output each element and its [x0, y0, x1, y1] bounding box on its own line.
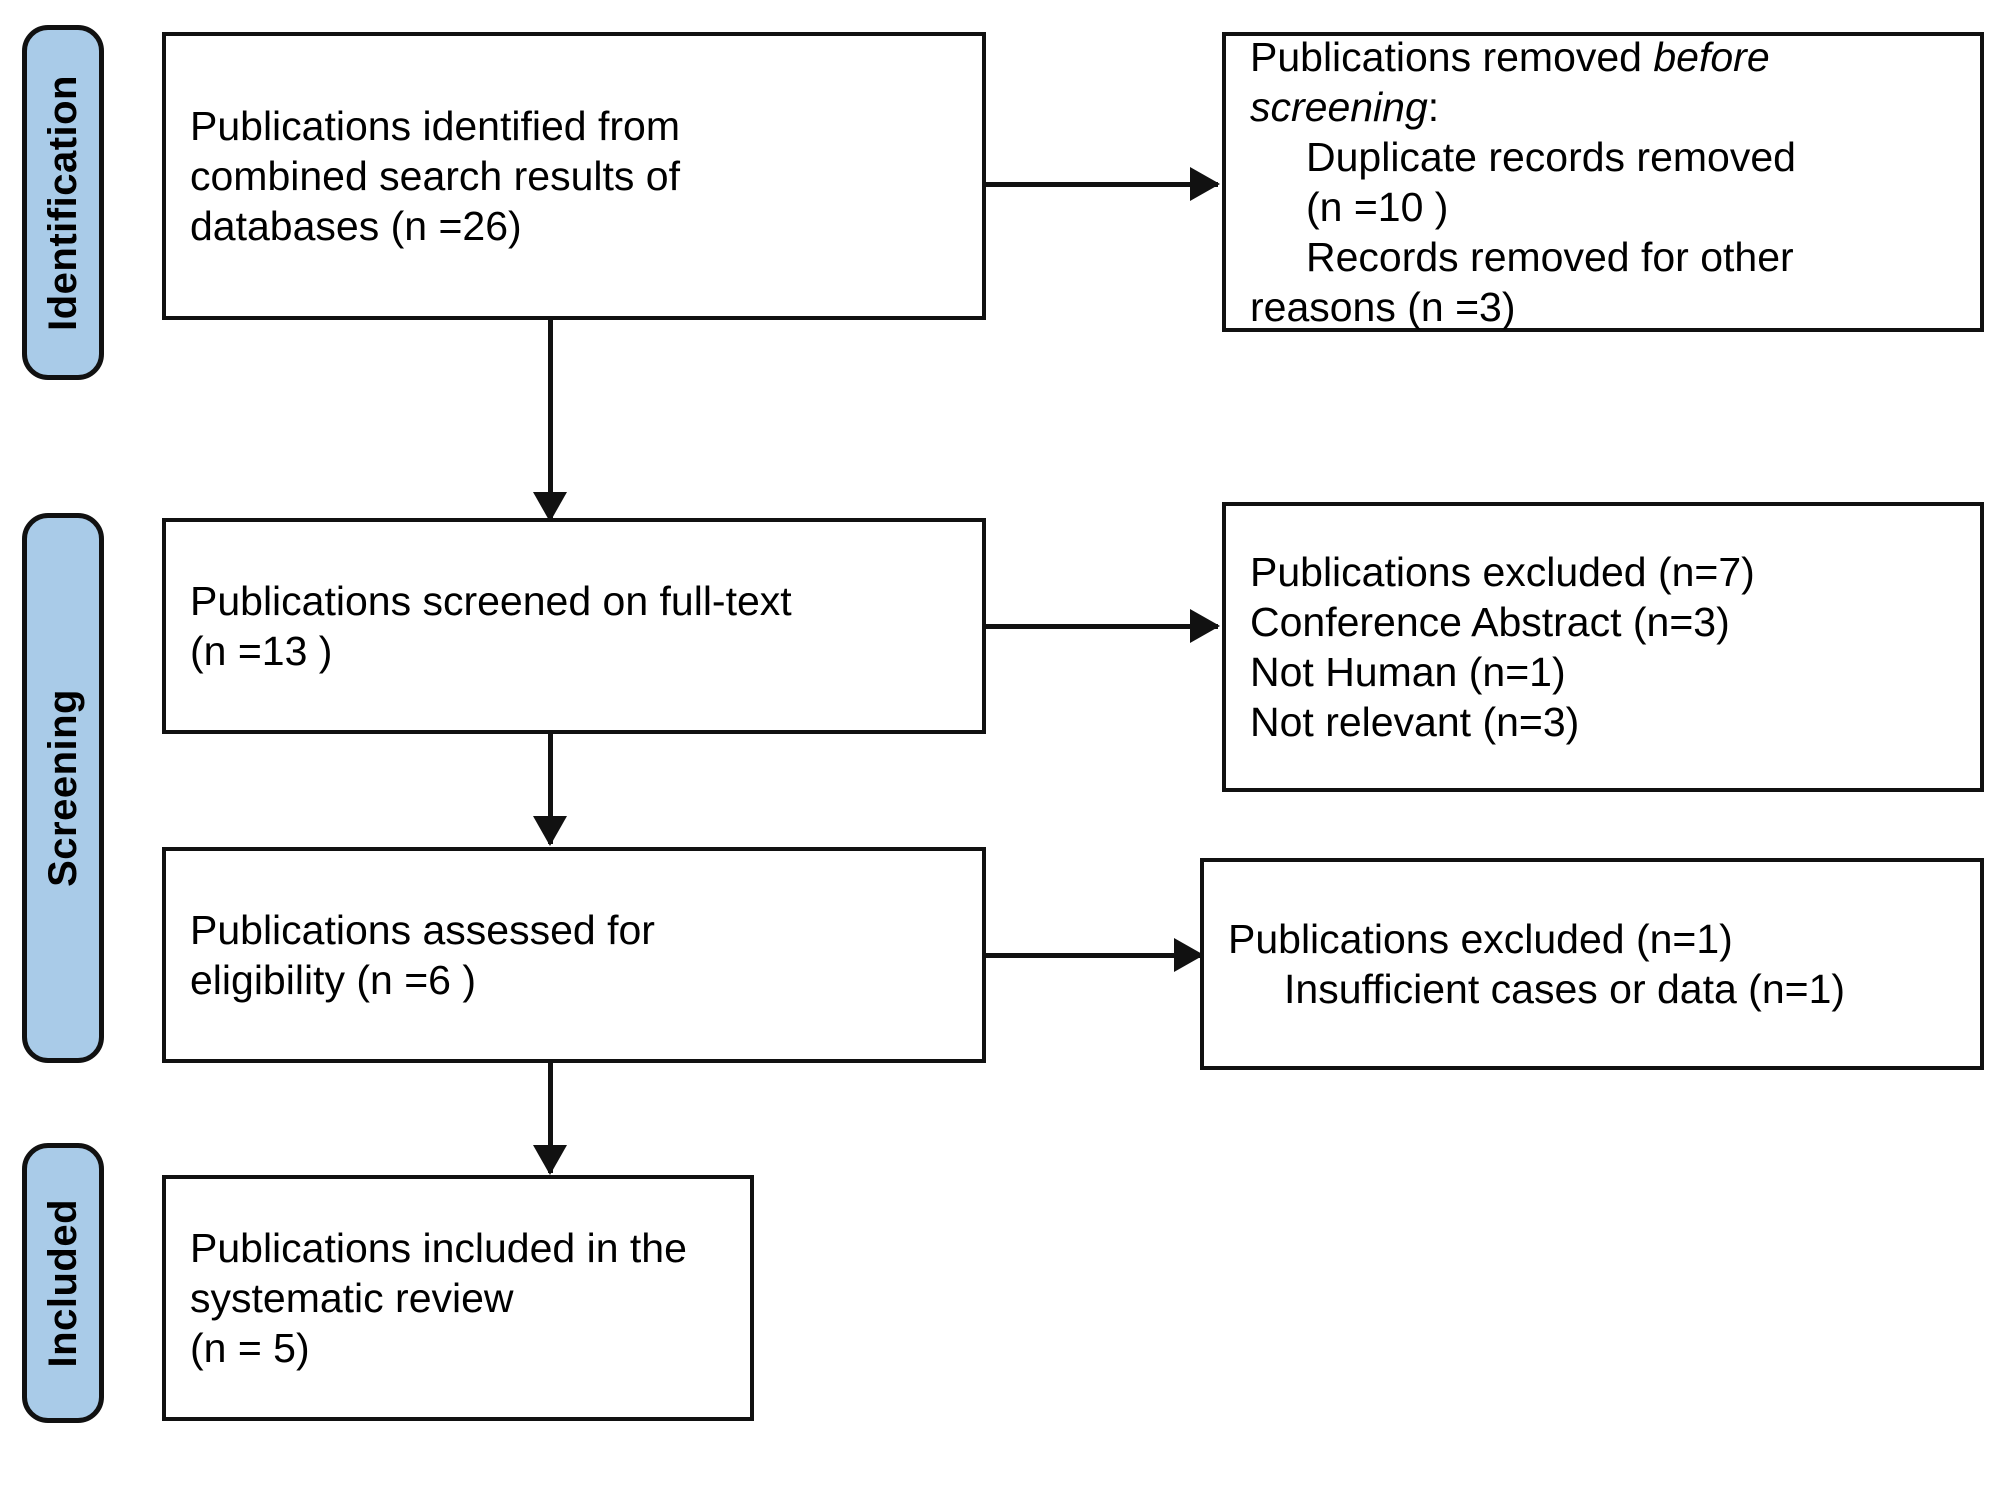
arrow-assessed-to-excluded [986, 937, 1204, 973]
arrow-shaft [986, 181, 1218, 187]
box-removed-line-1: Publications removed before [1250, 33, 1770, 80]
box-excluded-screening-line-3: Not Human (n=1) [1250, 649, 1566, 695]
box-included-line-2: systematic review [190, 1274, 514, 1321]
arrow-shaft [986, 623, 1218, 629]
arrowhead-right-icon [1190, 167, 1220, 201]
arrow-shaft [547, 320, 553, 520]
arrowhead-right-icon [1190, 609, 1220, 643]
phase-label-included: Included [22, 1143, 104, 1423]
phase-label-screening-text: Screening [41, 689, 85, 887]
phase-label-identification-text: Identification [41, 74, 85, 331]
box-excluded-eligibility-line-1: Publications excluded (n=1) [1228, 915, 1733, 962]
arrow-screened-to-assessed [532, 734, 568, 846]
box-assessed-line-1: Publications assessed for [190, 906, 655, 953]
box-excluded-screening-line-1: Publications excluded (n=7) [1250, 548, 1755, 595]
box-removed-before-screening: Publications removed before screening: D… [1222, 32, 1984, 332]
box-screened-line-1: Publications screened on full-text [190, 577, 792, 624]
phase-label-included-text: Included [41, 1198, 85, 1368]
arrowhead-down-icon [533, 492, 567, 522]
box-identified-line-3: databases (n =26) [190, 203, 522, 249]
box-removed-line-6: reasons (n =3) [1250, 284, 1516, 331]
box-included-line-1: Publications included in the [190, 1224, 687, 1271]
box-identified-line-1: Publications identified from [190, 102, 680, 149]
arrowhead-down-icon [533, 816, 567, 846]
box-excluded-eligibility-line-2: Insufficient cases or data (n=1) [1284, 966, 1846, 1012]
box-excluded-screening-line-4: Not relevant (n=3) [1250, 699, 1580, 746]
box-identified-line-2: combined search results of [190, 152, 680, 199]
arrow-identified-to-removed [986, 166, 1220, 202]
box-assessed-line-2: eligibility (n =6 ) [190, 957, 476, 1003]
arrow-screened-to-excluded [986, 608, 1220, 644]
box-publications-assessed: Publications assessed for eligibility (n… [162, 847, 986, 1063]
box-excluded-screening: Publications excluded (n=7) Conference A… [1222, 502, 1984, 792]
arrow-shaft [547, 1063, 553, 1173]
box-publications-included: Publications included in the systematic … [162, 1175, 754, 1421]
arrow-shaft [547, 734, 553, 844]
arrowhead-right-icon [1174, 938, 1204, 972]
phase-label-identification: Identification [22, 25, 104, 380]
box-publications-screened: Publications screened on full-text (n =1… [162, 518, 986, 734]
box-removed-line-5: Records removed for other [1306, 234, 1794, 281]
box-excluded-screening-line-2: Conference Abstract (n=3) [1250, 598, 1730, 645]
box-included-line-3: (n = 5) [190, 1325, 310, 1371]
arrow-identified-to-screened [532, 320, 568, 522]
box-excluded-eligibility: Publications excluded (n=1) Insufficient… [1200, 858, 1984, 1070]
arrow-assessed-to-included [532, 1063, 568, 1175]
arrow-shaft [986, 952, 1202, 958]
phase-label-screening: Screening [22, 513, 104, 1063]
box-removed-line-2: screening: [1250, 83, 1440, 130]
box-publications-identified: Publications identified from combined se… [162, 32, 986, 320]
arrowhead-down-icon [533, 1145, 567, 1175]
box-removed-line-3: Duplicate records removed [1306, 133, 1796, 180]
box-removed-line-4: (n =10 ) [1306, 184, 1449, 230]
box-screened-line-2: (n =13 ) [190, 628, 333, 674]
